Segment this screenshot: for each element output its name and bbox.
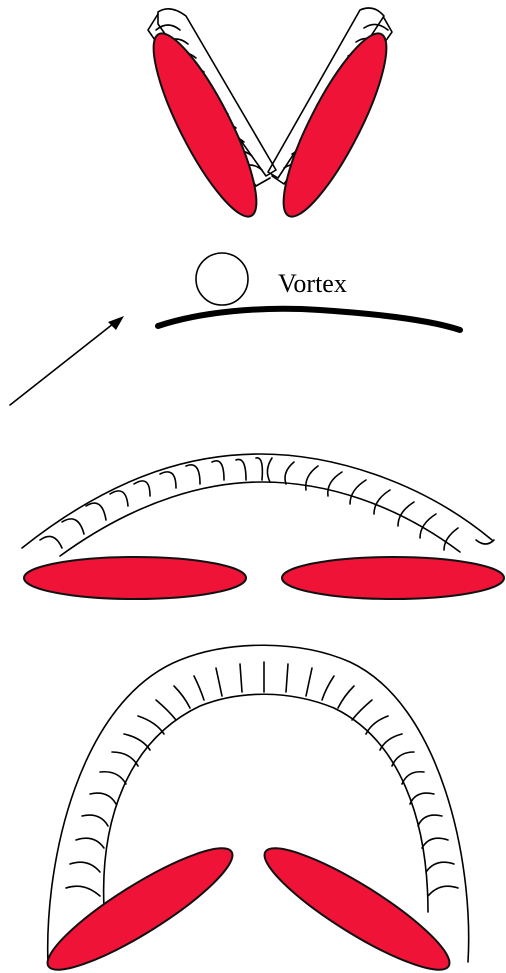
flow-arrow (10, 316, 124, 405)
shallow-arch-tube (22, 454, 494, 556)
right-flat-blob (282, 557, 504, 599)
panel-vortex: Vortex (10, 253, 460, 405)
left-tilted-blob (36, 831, 245, 973)
right-tilted-blob (253, 831, 462, 973)
panel-top-v-shape (136, 8, 403, 227)
left-flat-blob (24, 557, 246, 599)
left-red-blob (136, 23, 273, 227)
vortex-circle (196, 253, 248, 305)
panel-shallow-arch (22, 454, 504, 599)
panel-horseshoe-arch (36, 645, 469, 973)
wing-surface (158, 309, 460, 330)
vortex-label: Vortex (278, 269, 347, 298)
